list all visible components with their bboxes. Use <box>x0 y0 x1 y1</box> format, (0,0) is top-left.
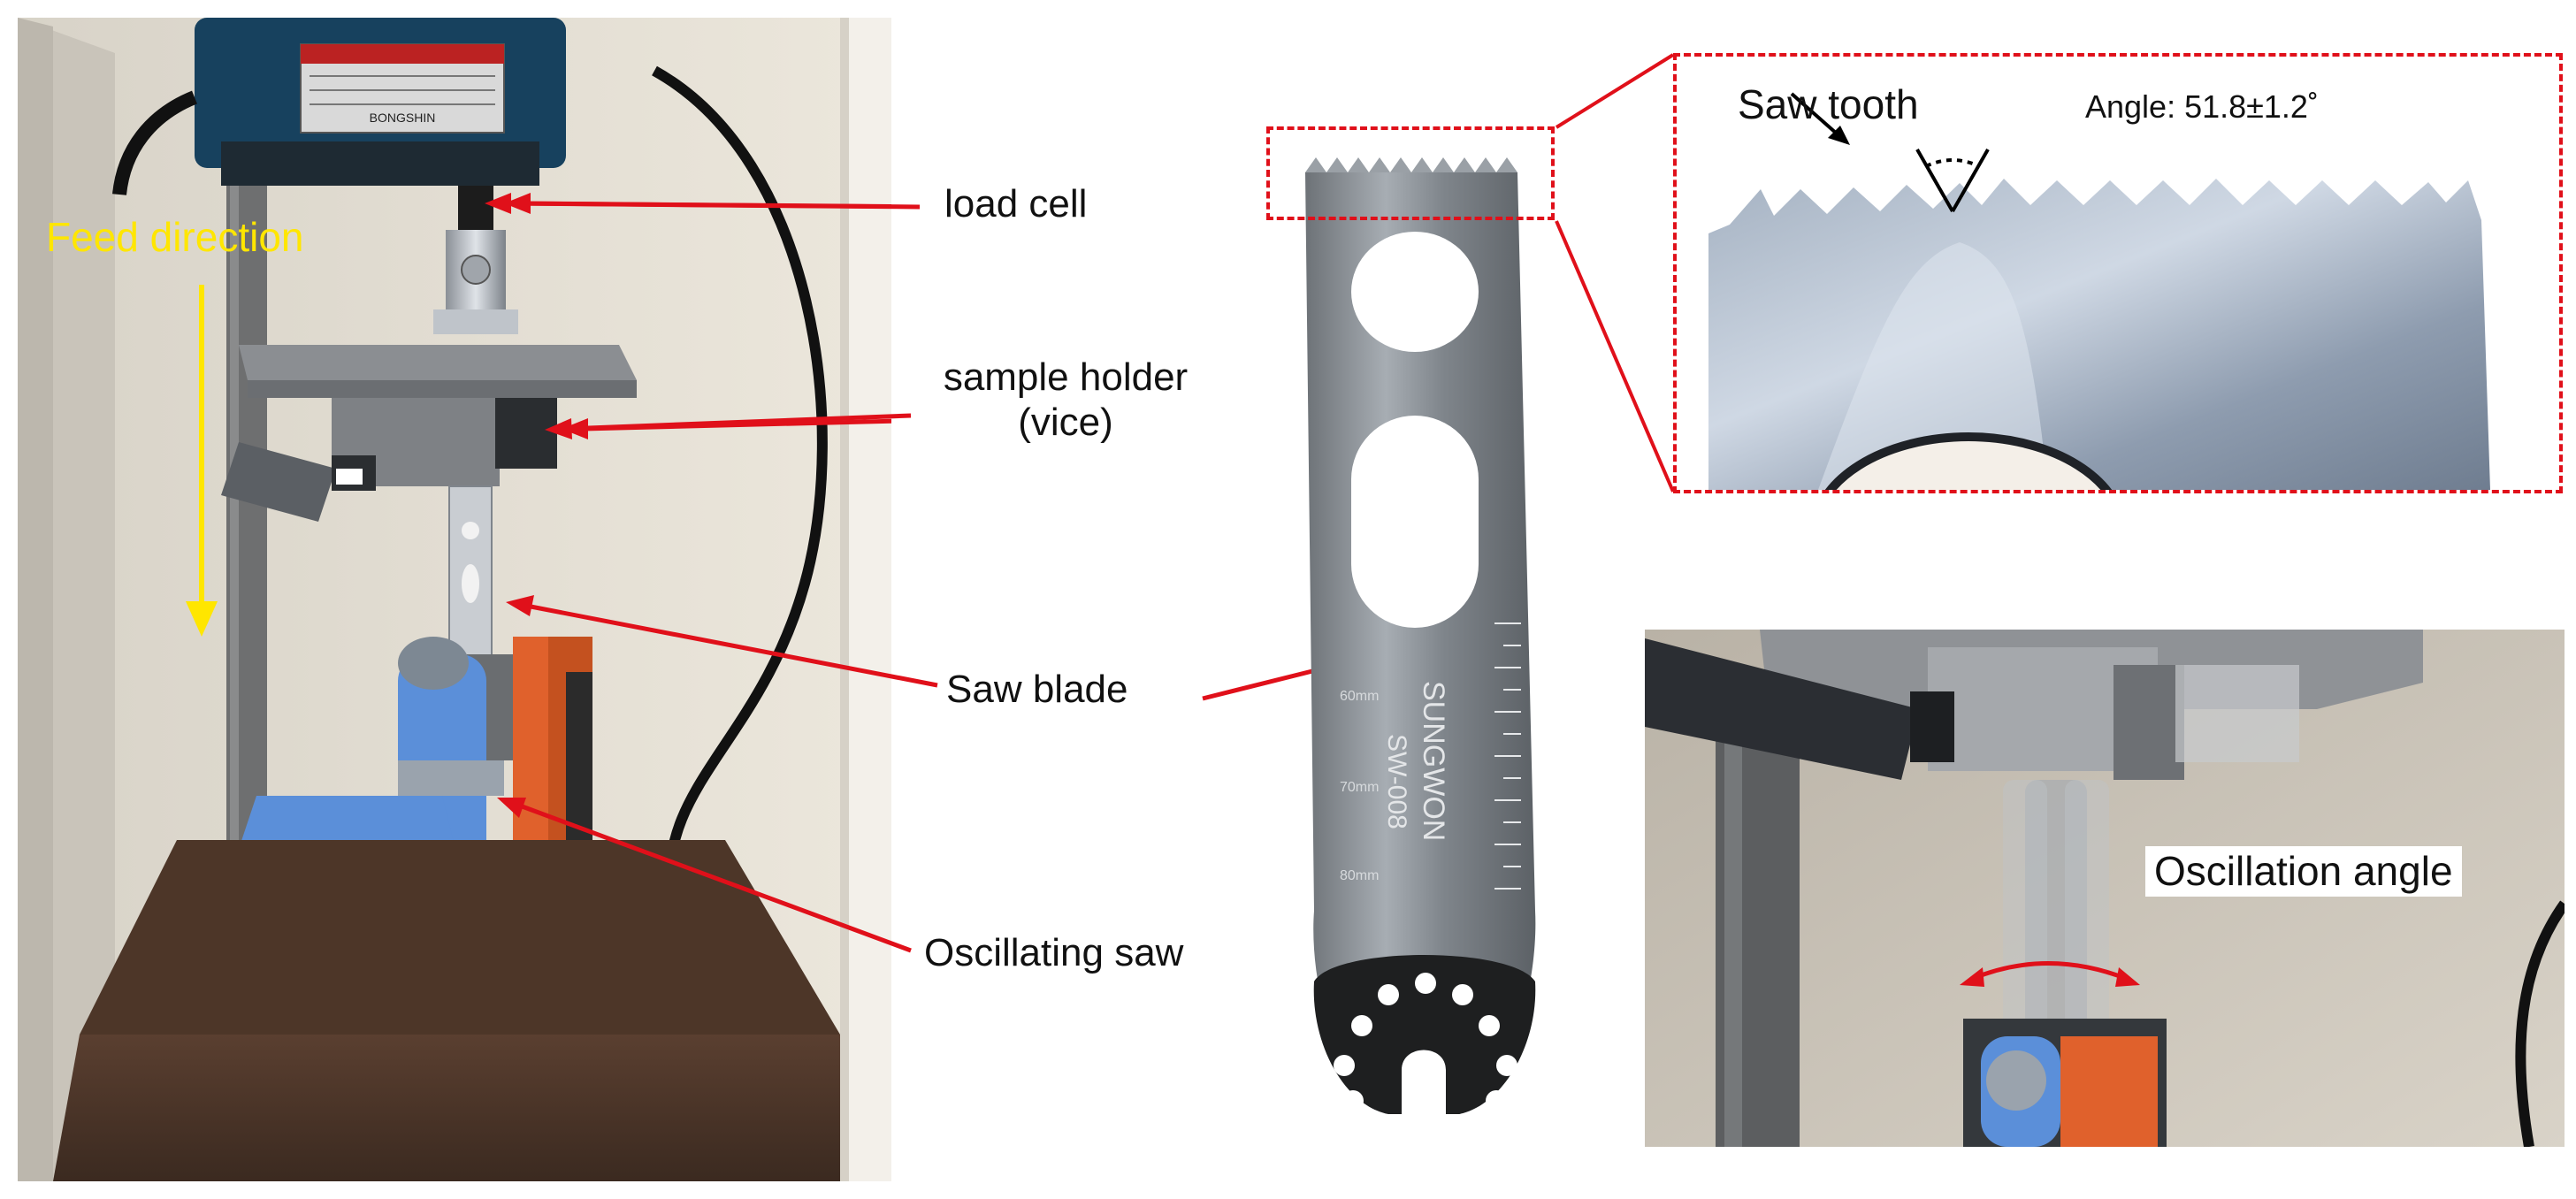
oscillation-angle-label: Oscillation angle <box>2145 846 2462 897</box>
sample-holder-label-line2: (vice) <box>1018 400 1113 444</box>
oscillation-photo-illustration <box>1645 630 2565 1147</box>
sample-holder-label-line1: sample holder <box>943 355 1189 399</box>
sample-holder-label: sample holder (vice) <box>920 355 1212 445</box>
saw-blade-pointer-left <box>506 595 938 688</box>
saw-blade-photo: 60mm 70mm 80mm SUNGWON SW-008 <box>1238 133 1583 1149</box>
load-cell-nameplate: BONGSHIN <box>300 43 505 134</box>
test-rig-photo: BONGSHIN <box>18 18 938 1181</box>
tooth-angle-indicator <box>1915 149 1990 212</box>
saw-tooth-pointer <box>1790 92 1850 145</box>
oscillating-saw-pointer <box>497 798 912 953</box>
feed-direction-arrow <box>186 285 218 637</box>
blade-model: SW-008 <box>1382 734 1411 829</box>
sample-holder-pointer <box>545 413 912 439</box>
load-cell-pointer <box>485 193 921 214</box>
saw-tooth-zoom-illustration <box>1708 92 2490 490</box>
saw-tooth-label: Saw tooth <box>1738 81 1919 127</box>
blade-brand: SUNGWON <box>1417 681 1450 841</box>
oscillating-saw-label: Oscillating saw <box>924 931 1184 974</box>
load-cell-label: load cell <box>944 182 1088 225</box>
zoom-source-box <box>1266 126 1555 220</box>
saw-blade-illustration: 60mm 70mm 80mm SUNGWON SW-008 <box>1305 157 1536 1114</box>
angle-label: Angle: 51.8±1.2˚ <box>2085 88 2319 125</box>
oscillation-photo: Oscillation angle <box>1645 630 2565 1147</box>
saw-tooth-zoom-panel <box>1673 53 2563 493</box>
nameplate-brand: BONGSHIN <box>370 111 436 125</box>
test-rig-photo-illustration: BONGSHIN <box>18 18 938 1181</box>
blade-mark-60: 60mm <box>1340 689 1379 704</box>
blade-mark-80: 80mm <box>1340 868 1379 883</box>
feed-direction-label: Feed direction <box>46 214 304 260</box>
zoom-line-bottom <box>1555 220 1675 493</box>
zoom-line-top <box>1555 53 1675 129</box>
blade-mark-70: 70mm <box>1340 780 1379 795</box>
oscillation-arrow <box>1960 961 2140 987</box>
saw-blade-label: Saw blade <box>946 668 1128 711</box>
